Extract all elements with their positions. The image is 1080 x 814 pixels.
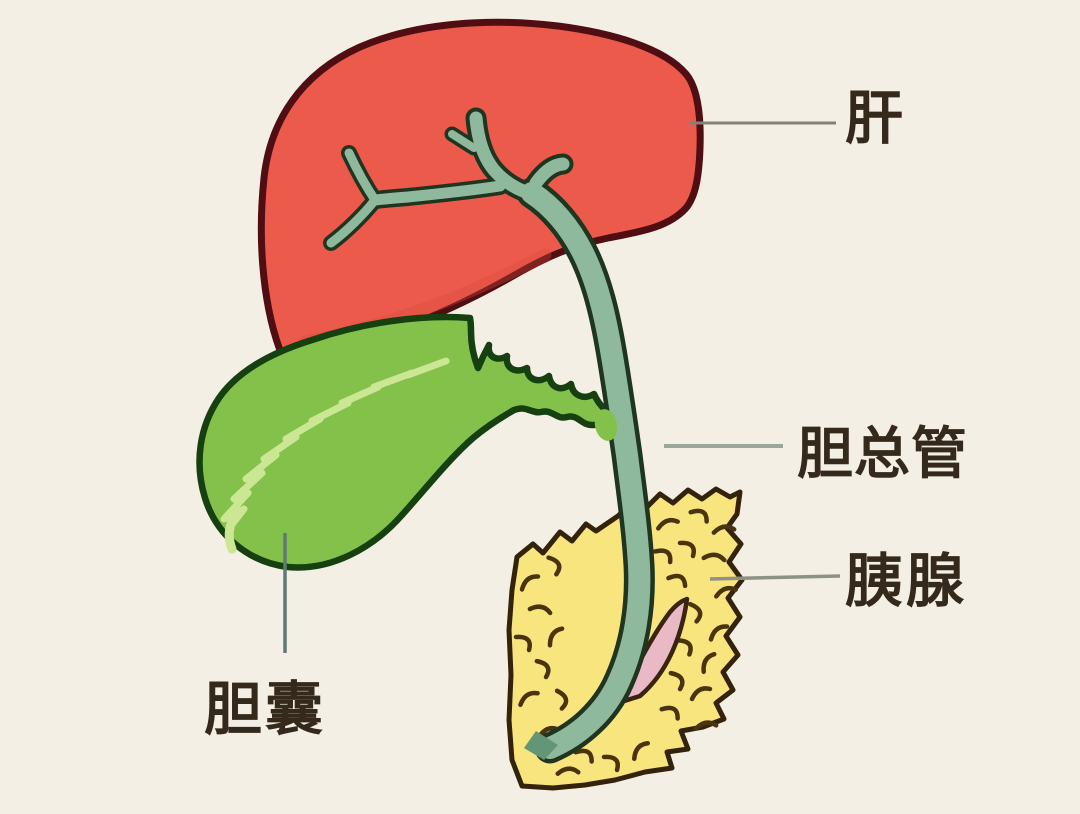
gallbladder-highlight-dash xyxy=(224,514,238,554)
liver-label: 肝 xyxy=(845,84,903,152)
bile-duct-shape xyxy=(326,111,651,759)
pancreas-texture xyxy=(513,508,738,776)
bile-duct-label: 胆总管 xyxy=(797,422,968,487)
pancreas-leader-line xyxy=(709,574,841,581)
gallbladder-shape xyxy=(196,313,616,571)
pancreas-label: 胰腺 xyxy=(845,547,967,615)
gallbladder-label: 胆囊 xyxy=(204,675,326,743)
cystic-duct-junction xyxy=(594,409,618,441)
gallbladder-highlight xyxy=(220,357,450,531)
duct-tip-shadow xyxy=(524,731,558,760)
